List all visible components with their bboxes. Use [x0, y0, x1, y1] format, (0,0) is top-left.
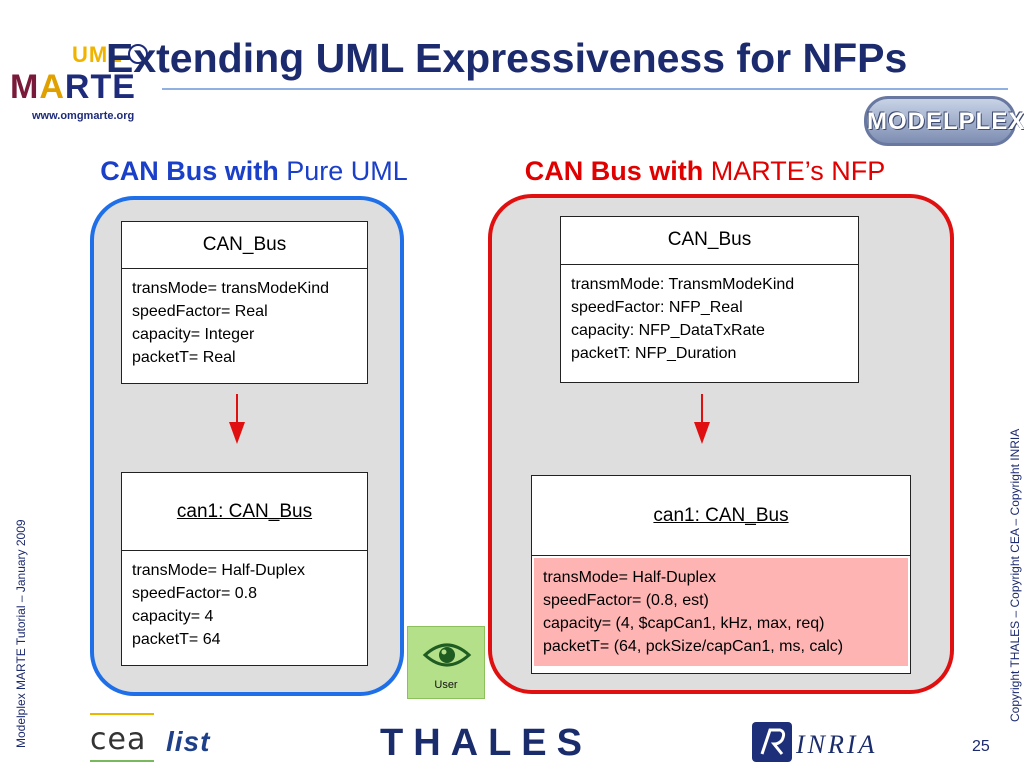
marte-nfp-heading-bold: CAN Bus with	[524, 156, 704, 186]
modelplex-logo-text: MODELPLEX	[867, 108, 1024, 135]
slot-line: capacity= (4, $capCan1, kHz, max, req)	[543, 615, 825, 632]
tutorial-caption: Modelplex MARTE Tutorial – January 2009	[14, 519, 28, 748]
list-logo: list	[166, 726, 211, 757]
cea-logo: cea	[90, 722, 147, 757]
slot-line: transMode= Half-Duplex	[543, 569, 716, 586]
instance-name: can1: CAN_Bus	[122, 473, 367, 551]
eye-icon	[422, 643, 472, 667]
instance-slots-highlighted: transMode= Half-Duplex speedFactor= (0.8…	[534, 558, 908, 666]
logo-uml-text: UML	[72, 42, 123, 67]
marte-instance-box: can1: CAN_Bus transMode= Half-Duplex spe…	[531, 475, 911, 674]
attribute-line: capacity= Integer	[132, 326, 255, 343]
copyright-caption: Copyright THALES – Copyright CEA – Copyr…	[1008, 428, 1022, 722]
marte-nfp-heading: CAN Bus with MARTE’s NFP	[470, 156, 940, 186]
thales-logo: THALES	[380, 722, 592, 764]
slot-line: packetT= (64, pckSize/capCan1, ms, calc)	[543, 638, 844, 655]
title-divider	[162, 88, 1008, 90]
inria-r-icon	[760, 728, 786, 755]
attribute-line: packetT: NFP_Duration	[571, 345, 737, 362]
marte-nfp-heading-rest: MARTE’s NFP	[703, 156, 886, 186]
user-icon-tile[interactable]: User	[407, 626, 485, 699]
inria-emblem	[752, 722, 792, 762]
pure-uml-instance-box: can1: CAN_Bus transMode= Half-Duplex spe…	[121, 472, 368, 666]
instance-slots: transMode= Half-Duplex speedFactor= 0.8 …	[122, 551, 367, 659]
class-attributes: transMode= transModeKind speedFactor= Re…	[122, 269, 367, 377]
instance-name-text: can1: CAN_Bus	[653, 505, 789, 526]
instance-name: can1: CAN_Bus	[532, 476, 910, 556]
cea-top-rule	[90, 713, 154, 715]
inria-logo: INRIA	[796, 730, 878, 759]
slot-line: speedFactor= 0.8	[132, 585, 257, 602]
slot-line: capacity= 4	[132, 608, 214, 625]
logo-clock-icon	[128, 44, 148, 64]
logo-url: www.omgmarte.org	[32, 110, 135, 122]
pure-uml-heading: CAN Bus with Pure UML	[96, 156, 412, 186]
marte-logo: UML MARTE www.omgmarte.org	[10, 40, 160, 122]
instance-name-text: can1: CAN_Bus	[176, 501, 313, 522]
marte-class-box: CAN_Bus transmMode: TransmModeKind speed…	[560, 216, 859, 383]
pure-uml-class-box: CAN_Bus transMode= transModeKind speedFa…	[121, 221, 368, 384]
modelplex-logo: MODELPLEX	[864, 96, 1024, 146]
logo-marte-text: MARTE	[10, 68, 136, 106]
class-name: CAN_Bus	[561, 217, 858, 265]
attribute-line: speedFactor: NFP_Real	[571, 299, 743, 316]
slot-line: speedFactor= (0.8, est)	[543, 592, 709, 609]
slot-line: transMode= Half-Duplex	[132, 562, 305, 579]
class-attributes: transmMode: TransmModeKind speedFactor: …	[561, 265, 858, 373]
slot-line: packetT= 64	[132, 631, 221, 648]
page-number: 25	[972, 738, 990, 755]
attribute-line: packetT= Real	[132, 349, 236, 366]
right-down-arrow	[694, 394, 710, 444]
attribute-line: capacity: NFP_DataTxRate	[571, 322, 765, 339]
attribute-line: speedFactor= Real	[132, 303, 268, 320]
attribute-line: transMode= transModeKind	[132, 280, 329, 297]
cea-bottom-rule	[90, 760, 154, 762]
pure-uml-heading-rest: Pure UML	[278, 156, 408, 186]
pure-uml-heading-bold: CAN Bus with	[100, 156, 279, 186]
attribute-line: transmMode: TransmModeKind	[571, 276, 795, 293]
left-down-arrow	[229, 394, 245, 444]
user-label: User	[434, 679, 458, 691]
slide-title: Extending UML Expressiveness for NFPs	[106, 35, 908, 81]
class-name: CAN_Bus	[122, 222, 367, 269]
